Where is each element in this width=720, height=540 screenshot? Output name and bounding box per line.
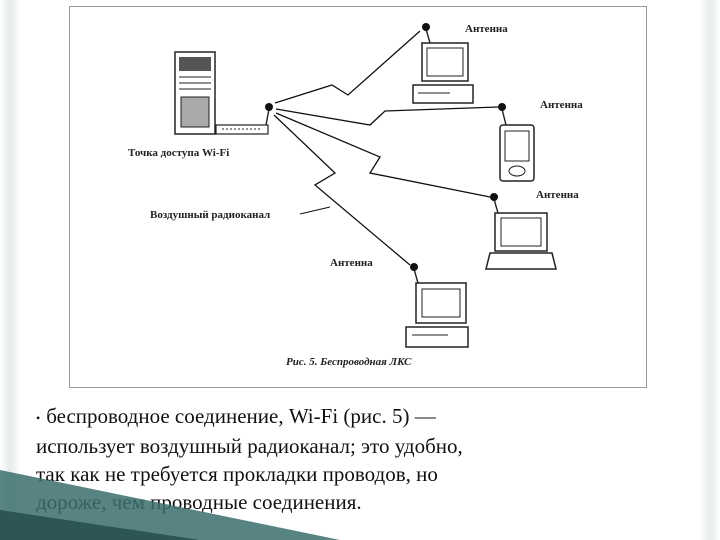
label-radio-channel: Воздушный радиоканал	[150, 209, 270, 221]
desktop-computer-bottom-icon	[405, 263, 469, 348]
text-line-1: • беспроводное соединение, Wi-Fi (рис. 5)…	[36, 402, 706, 432]
radio-link-bottom	[273, 114, 411, 266]
laptop-icon	[485, 193, 557, 270]
radio-link-pda	[275, 106, 499, 126]
radio-link-top	[274, 30, 421, 104]
bullet-glyph: •	[36, 411, 41, 426]
right-decor-bar	[700, 0, 720, 540]
label-antenna-pda: Антенна	[540, 99, 583, 111]
desktop-computer-top-icon	[412, 23, 474, 104]
text-line-2: использует воздушный радиоканал; это удо…	[36, 434, 463, 459]
server-tower-icon	[174, 51, 216, 135]
pda-icon	[498, 103, 535, 182]
left-decor-bar	[0, 0, 20, 540]
radio-link-laptop	[275, 112, 491, 198]
label-antenna-top: Антенна	[465, 23, 508, 35]
text-line-1-content: беспроводное соединение, Wi-Fi (рис. 5) …	[46, 404, 436, 428]
corner-decoration	[0, 470, 340, 540]
label-access-point: Точка доступа Wi-Fi	[128, 147, 229, 159]
network-diagram: Антенна Антенна Антенна Антенна Точка до…	[128, 23, 583, 368]
radio-channel-pointer	[299, 206, 331, 215]
network-figure: Антенна Антенна Антенна Антенна Точка до…	[69, 6, 647, 388]
access-point-icon	[215, 103, 273, 135]
label-antenna-laptop: Антенна	[536, 189, 579, 201]
text-line-3: так как не требуется прокладки проводов,…	[36, 462, 438, 487]
label-antenna-bottom: Антенна	[330, 257, 373, 269]
figure-caption: Рис. 5. Беспроводная ЛКС	[286, 356, 412, 368]
radio-links	[273, 30, 499, 266]
